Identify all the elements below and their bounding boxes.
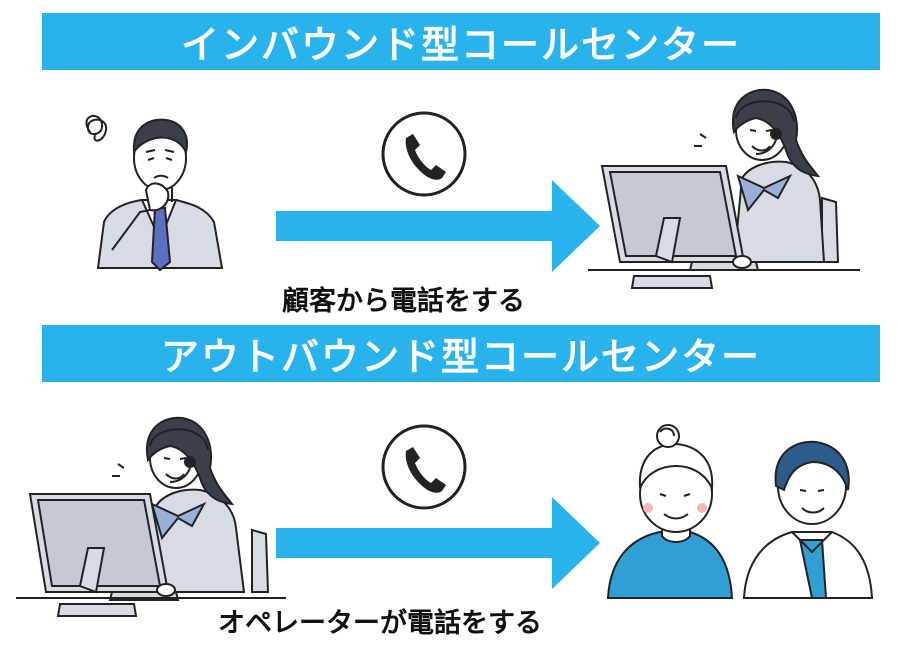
outbound-title-banner: アウトバウンド型コールセンター	[42, 325, 880, 382]
customer-man-figure	[742, 440, 874, 599]
call-direction-arrow	[276, 180, 600, 272]
operator-at-computer-figure-outbound	[16, 416, 286, 617]
phone-call-icon	[381, 111, 467, 197]
confused-customer-figure	[85, 114, 224, 272]
confusion-squiggle-icon	[85, 114, 108, 142]
inbound-title: インバウンド型コールセンター	[180, 23, 741, 67]
call-direction-arrow-outbound	[276, 497, 600, 589]
phone-call-icon-outbound	[381, 424, 467, 510]
customer-woman-figure	[606, 424, 734, 599]
inbound-caption: 顧客から電話をする	[282, 286, 525, 317]
inbound-title-banner: インバウンド型コールセンター	[42, 13, 880, 70]
outbound-caption: オペレーターが電話をする	[218, 608, 542, 639]
operator-at-computer-figure	[588, 88, 860, 289]
outbound-title: アウトバウンド型コールセンター	[160, 335, 761, 379]
